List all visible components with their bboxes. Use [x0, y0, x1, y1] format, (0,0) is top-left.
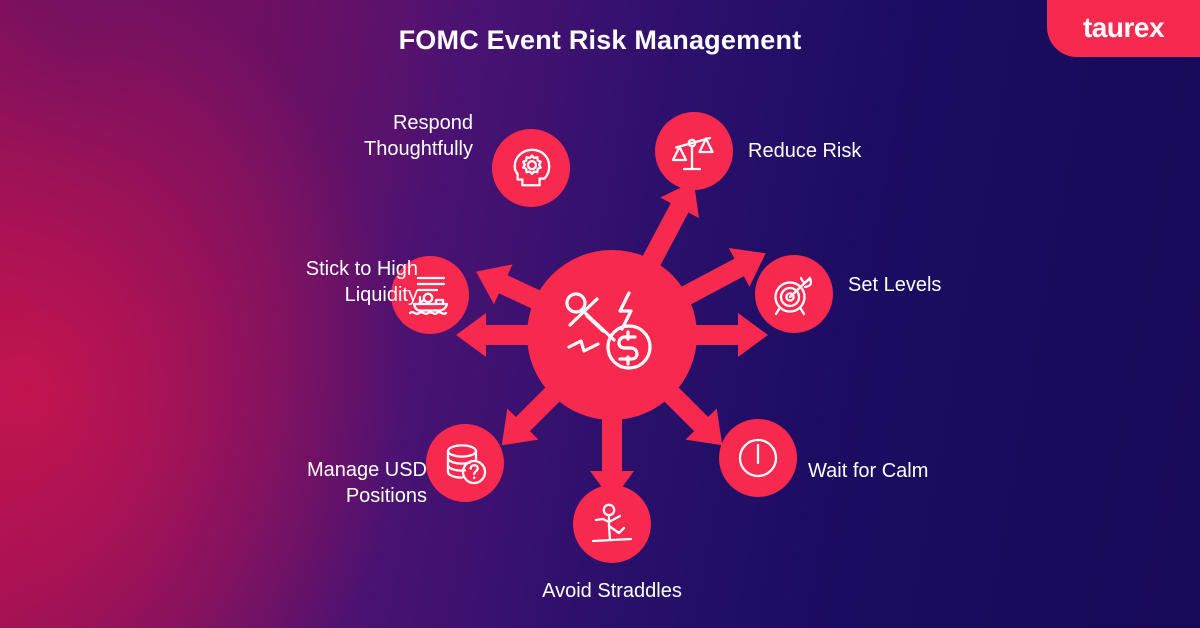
balancing-person-icon [591, 503, 633, 543]
page-title: FOMC Event Risk Management [398, 25, 802, 55]
label-manage-usd-positions: Manage USD Positions [306, 459, 427, 508]
head-gear-icon [513, 148, 551, 187]
label-reduce-risk: Reduce Risk [748, 140, 862, 162]
target-arrow-icon [774, 276, 813, 316]
coin-stack-question-icon [446, 444, 487, 485]
balance-scales-icon [671, 136, 714, 171]
node-manage-usd-positions[interactable] [426, 424, 504, 502]
label-wait-for-calm: Wait for Calm [808, 460, 929, 482]
taurex-logo-badge[interactable]: taurex [1047, 0, 1200, 57]
label-stick-to-high-liquidity: Stick to High Liquidity [305, 258, 418, 307]
taurex-logo-text: taurex [1082, 11, 1165, 43]
node-stick-to-high-liquidity[interactable] [391, 256, 469, 334]
label-avoid-straddles: Avoid Straddles [542, 580, 682, 602]
label-set-levels: Set Levels [848, 274, 942, 296]
hub-center[interactable] [527, 250, 697, 420]
node-avoid-straddles[interactable] [573, 485, 651, 563]
node-reduce-risk[interactable] [655, 112, 733, 190]
label-respond-thoughtfully: Respond Thoughtfully [364, 112, 473, 161]
node-wait-for-calm[interactable] [719, 419, 797, 497]
gavel-dollar-impact-icon [565, 291, 652, 370]
node-respond-thoughtfully[interactable] [492, 129, 570, 207]
clock-timer-icon [738, 438, 778, 478]
boat-waves-icon [408, 276, 449, 315]
node-set-levels[interactable] [755, 255, 833, 333]
